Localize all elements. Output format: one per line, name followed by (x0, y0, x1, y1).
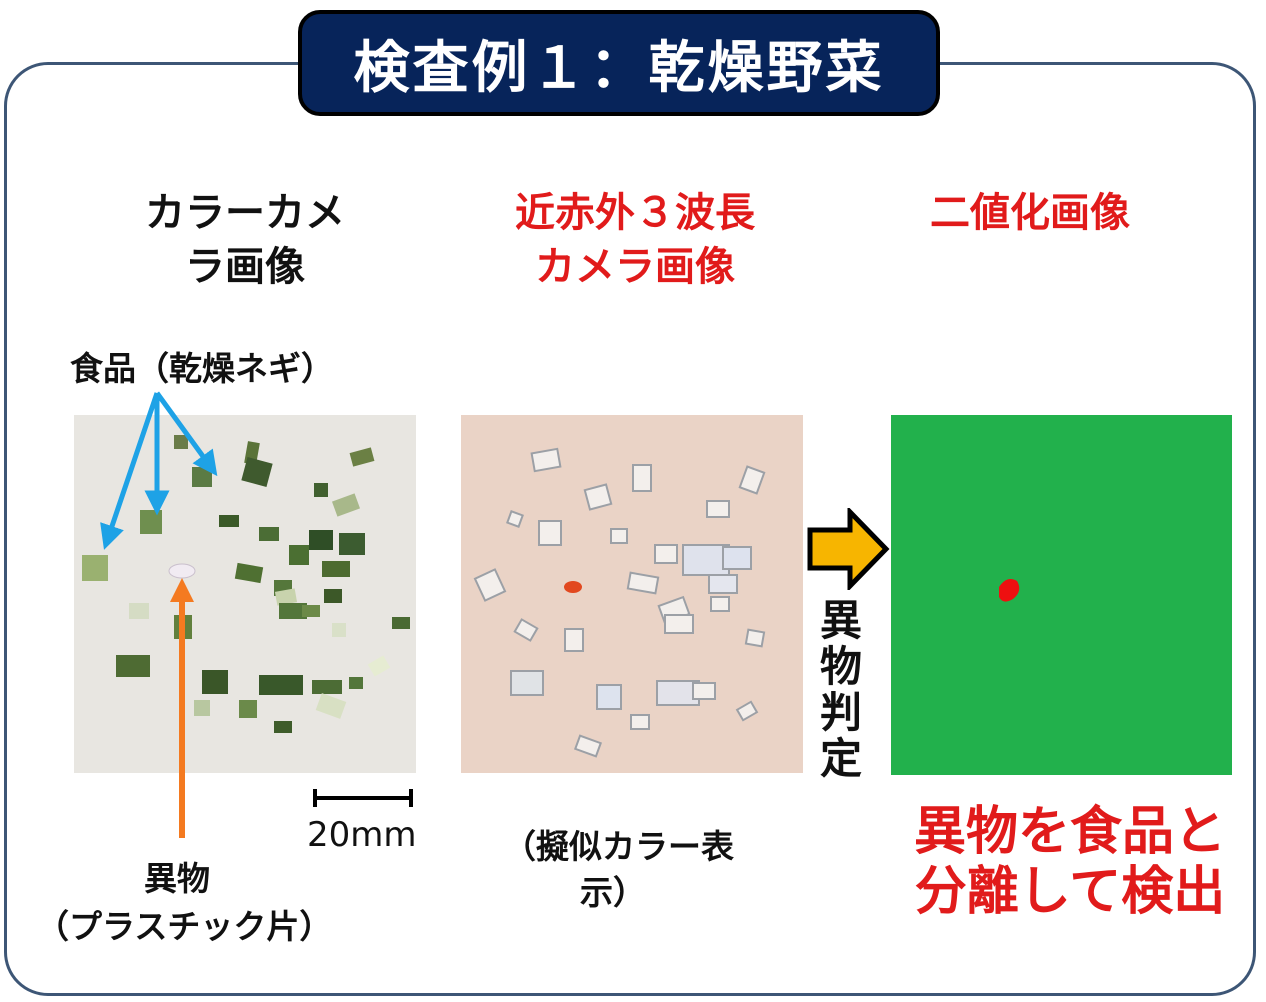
page-title: 検査例１：乾燥野菜 (353, 35, 885, 101)
scale-label: 20mm (307, 815, 417, 855)
foreign-label-line1: 異物 (144, 859, 210, 898)
heading-color-camera-line1: カラーカメ (145, 190, 345, 236)
heading-binary-line1: 二値化画像 (930, 190, 1130, 236)
color-camera-image (74, 415, 416, 773)
nir-foreign-spot (564, 581, 582, 593)
heading-nir-camera-line1: 近赤外３波長 (515, 190, 755, 236)
heading-binary: 二値化画像 (880, 186, 1180, 240)
heading-nir-camera: 近赤外３波長 カメラ画像 (470, 186, 800, 294)
judgement-char: 判 (819, 688, 862, 737)
scale-bar (313, 789, 413, 807)
heading-nir-camera-line2: カメラ画像 (535, 244, 735, 290)
binary-foreign-spot (999, 579, 1020, 602)
nir-onion-pieces (473, 447, 766, 758)
heading-color-camera: カラーカメ ラ画像 (110, 186, 380, 294)
title-banner: 検査例１：乾燥野菜 (298, 10, 940, 116)
binary-image (891, 415, 1232, 775)
arrow-right-icon (807, 508, 890, 590)
result-line2: 分離して検出 (914, 862, 1226, 922)
judgement-char: 異 (819, 596, 862, 645)
plastic-fragment (168, 563, 196, 579)
food-label: 食品（乾燥ネギ） (70, 349, 334, 388)
judgement-char: 物 (819, 642, 862, 691)
judgement-char: 定 (819, 734, 862, 783)
judgement-label: 異 物 判 定 (816, 598, 866, 782)
result-line1: 異物を食品と (913, 802, 1226, 862)
onion-pieces (82, 435, 410, 733)
result-text: 異物を食品と 分離して検出 (890, 802, 1250, 922)
heading-color-camera-line2: ラ画像 (185, 244, 305, 290)
nir-camera-image (461, 415, 803, 773)
foreign-label-line2: （プラスチック片） (36, 907, 333, 946)
pseudo-color-line2: 示） (580, 873, 646, 912)
pseudo-color-line1: （擬似カラー表 (503, 827, 734, 866)
